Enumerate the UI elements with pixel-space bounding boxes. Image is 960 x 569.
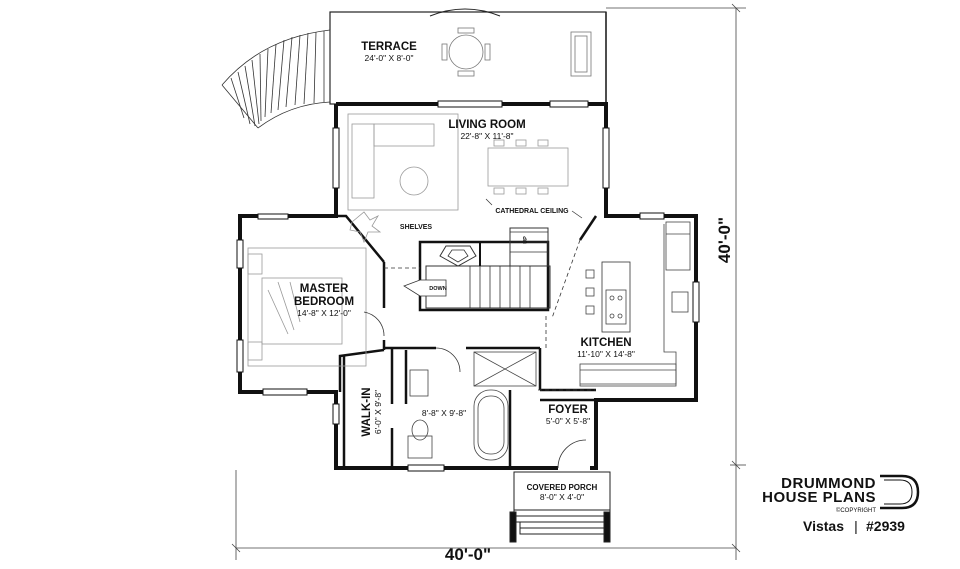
plan-model-name: Vistas <box>803 518 844 534</box>
kitchen-name: KITCHEN <box>580 337 631 349</box>
master-bedroom-name: MASTER <box>300 283 349 295</box>
kitchen-dims: 11'-10" X 14'-8" <box>577 349 635 359</box>
terrace-furniture <box>441 27 592 77</box>
bathroom-dims: 8'-8" X 9'-8" <box>422 408 466 418</box>
plan-number: #2939 <box>866 518 905 534</box>
stairs <box>403 227 551 312</box>
terrace-dims: 24'-0" X 8'-0" <box>365 53 414 63</box>
walk-in-dims: 6'-0" X 9'-8" <box>373 390 383 434</box>
stair-up-note: UP <box>523 236 529 244</box>
depth-dimension: 40'-0" <box>715 217 734 263</box>
covered-porch-name: COVERED PORCH <box>527 483 598 492</box>
master-bedroom-dims: 14'-8" X 12'-0" <box>297 308 351 318</box>
windows <box>236 100 700 472</box>
brand-name-line1: DRUMMOND <box>781 475 876 492</box>
living-room-dims: 22'-8" X 11'-8" <box>460 131 513 141</box>
covered-porch-dims: 8'-0" X 4'-0" <box>540 492 584 502</box>
master-bedroom-name-line2: BEDROOM <box>294 296 354 308</box>
walk-in-name: WALK-IN <box>361 387 373 436</box>
cathedral-ceiling-note: CATHEDRAL CEILING <box>495 208 569 215</box>
drummond-logo: DRUMMOND HOUSE PLANS ©COPYRIGHT <box>762 474 920 514</box>
living-furniture <box>347 113 569 244</box>
bedroom-furniture <box>247 247 367 367</box>
brand-name-line2: HOUSE PLANS <box>762 489 876 506</box>
width-dimension: 40'-0" <box>445 545 491 564</box>
covered-porch <box>509 471 611 543</box>
bath-fixtures <box>363 311 587 469</box>
dashed-lines <box>384 239 596 391</box>
shelves-note: SHELVES <box>400 224 432 231</box>
cathedral-ceiling-leader <box>485 198 493 206</box>
terrace-area <box>329 8 607 105</box>
foyer-name: FOYER <box>548 404 588 416</box>
stair-down-note: DOWN <box>429 286 446 292</box>
living-room-name: LIVING ROOM <box>448 119 525 131</box>
curved-stair <box>221 29 331 129</box>
dimension-lines <box>231 3 746 560</box>
plan-separator: | <box>854 518 858 534</box>
foyer-dims: 5'-0" X 5'-8" <box>546 416 590 426</box>
kitchen-fixtures <box>579 221 691 387</box>
cathedral-ceiling-leader-right <box>571 210 583 219</box>
terrace-name: TERRACE <box>361 41 417 53</box>
copyright-mark: ©COPYRIGHT <box>836 507 876 514</box>
